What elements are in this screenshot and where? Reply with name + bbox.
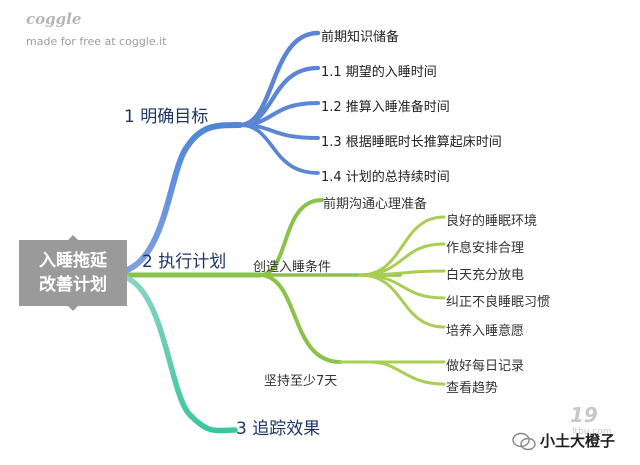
execute-persist: 坚持至少7天	[264, 374, 338, 389]
condition-item-2: 作息安排合理	[446, 241, 525, 256]
site-logo-number: 19	[570, 403, 598, 427]
goal-item-2: 1.1 期望的入睡时间	[321, 65, 437, 80]
condition-item-3: 白天充分放电	[446, 268, 525, 283]
branch-track: 3 追踪效果	[236, 419, 321, 439]
edge-root-goal	[124, 122, 243, 273]
condition-item-1: 良好的睡眠环境	[446, 214, 538, 229]
site-logo-text: ltbu.com	[572, 427, 612, 437]
goal-item-1: 前期知识储备	[321, 30, 400, 45]
edge-goal-item-2	[237, 65, 321, 128]
persist-item-2: 查看趋势	[446, 381, 499, 396]
execute-prep: 前期沟通心理准备	[323, 197, 428, 212]
branch-execute: 2 执行计划	[142, 252, 227, 272]
edge-goal-item-5	[238, 123, 320, 175]
root-line-2: 改善计划	[39, 275, 107, 295]
goal-item-3: 1.2 推算入睡准备时间	[321, 100, 450, 115]
coggle-logo: coggle	[26, 10, 82, 28]
wechat-icon	[512, 432, 536, 451]
persist-item-1: 做好每日记录	[446, 359, 525, 374]
goal-item-5: 1.4 计划的总持续时间	[321, 170, 450, 185]
root-line-1: 入睡拖延	[39, 251, 107, 271]
edge-condition-item-5	[358, 273, 446, 329]
condition-item-4: 纠正不良睡眠习惯	[446, 295, 551, 310]
coggle-tagline: made for free at coggle.it	[26, 35, 167, 48]
execute-create-conditions: 创造入睡条件	[253, 260, 332, 275]
watermark-author: 小土大橙子	[540, 432, 616, 450]
edge-root-track	[124, 275, 238, 434]
edge-execute-persist	[260, 273, 342, 364]
edge-persist-item-2	[368, 360, 446, 386]
edge-execute-prep	[258, 198, 324, 277]
branch-goal: 1 明确目标	[124, 107, 209, 127]
edge-condition-item-4	[358, 273, 446, 300]
condition-item-5: 培养入睡意愿	[446, 324, 525, 339]
root-node: 入睡拖延 改善计划	[19, 235, 127, 311]
goal-item-4: 1.3 根据睡眠时长推算起床时间	[321, 135, 502, 150]
